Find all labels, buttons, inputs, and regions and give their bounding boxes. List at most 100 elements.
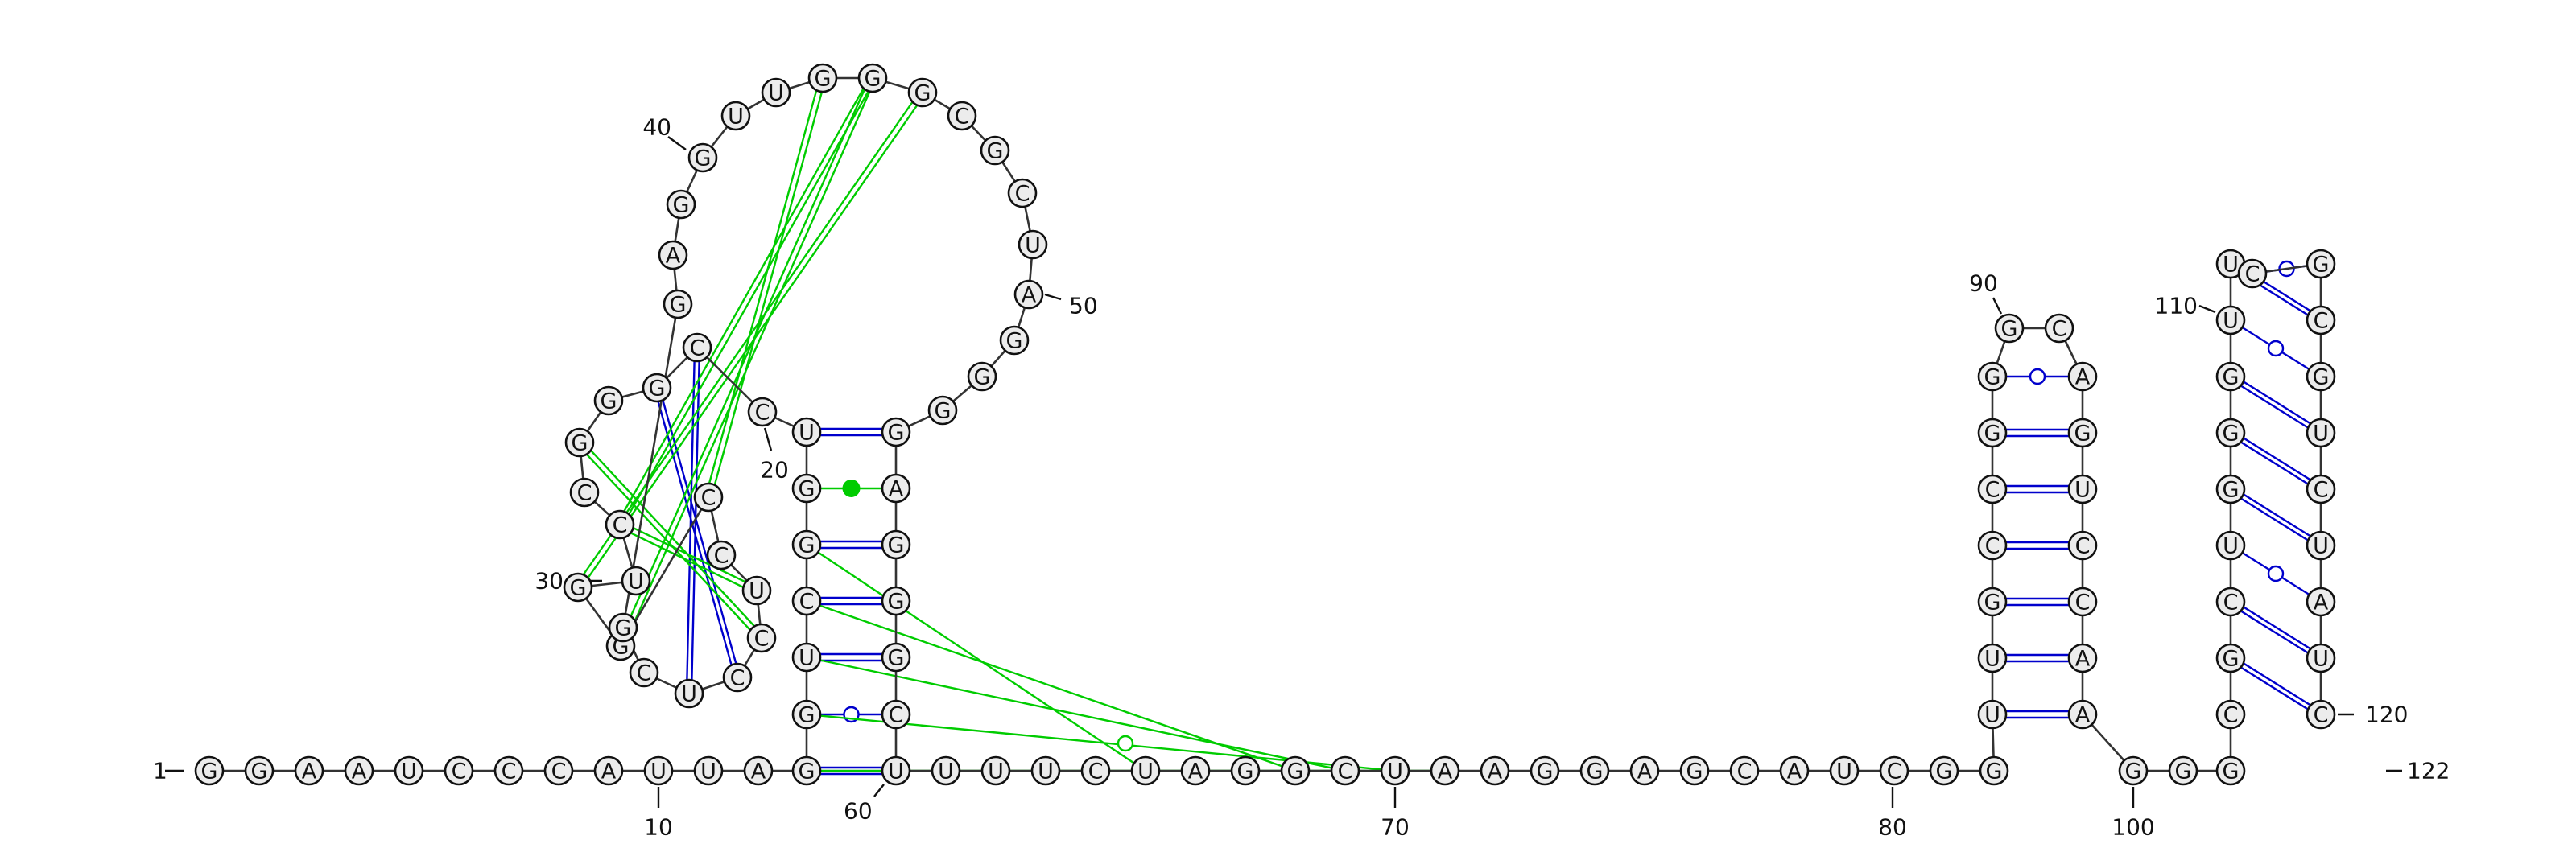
nucleotide-circle (1018, 229, 1048, 260)
base-pair-line (2231, 430, 2323, 488)
numbering-tick (763, 427, 773, 451)
nucleotide-circle (2215, 643, 2246, 673)
nucleotide: G (593, 385, 624, 416)
nucleotide: U (2306, 530, 2336, 561)
numbering-tick-layer (165, 136, 2402, 808)
nucleotide-letter: G (572, 431, 588, 456)
numbering-label: 50 (1069, 293, 1098, 319)
nucleotide-letter: G (2223, 365, 2240, 390)
nucleotide: G (244, 755, 275, 786)
nucleotide: G (666, 189, 696, 220)
nucleotide: G (1230, 755, 1261, 786)
nucleotide-circle (967, 361, 997, 392)
nucleotide: G (1530, 755, 1560, 786)
nucleotide-letter: U (2074, 478, 2091, 503)
nucleotide-letter: C (1985, 534, 2000, 559)
nucleotide: C (706, 540, 737, 570)
nucleotide-circle (2306, 587, 2336, 617)
nucleotide-letter: G (2001, 317, 2018, 342)
nucleotide: G (2118, 755, 2149, 786)
nucleotide-letter: C (2223, 703, 2239, 728)
nucleotide: G (687, 142, 718, 173)
nucleotide-circle (743, 755, 774, 786)
nucleotide-letter: G (2223, 759, 2240, 784)
nucleotide-circle (881, 417, 911, 447)
base-pair-line (2228, 603, 2321, 661)
nucleotide-letter: G (1537, 759, 1554, 784)
nucleotide: G (1979, 755, 2009, 786)
base-pair-line (2228, 490, 2321, 549)
numbering-label: 1 (153, 758, 167, 784)
nucleotide-letter: G (888, 421, 905, 446)
nucleotide-circle (621, 566, 651, 596)
nucleotide-circle (791, 417, 822, 447)
nucleotide-letter: C (2223, 591, 2239, 615)
nucleotide-circle (807, 63, 838, 93)
nucleotide: U (791, 417, 822, 447)
nucleotide-circle (2306, 418, 2336, 448)
nucleotide-circle (1977, 361, 2008, 392)
nucleotide: G (881, 529, 911, 560)
numbering-tick (1992, 297, 2003, 315)
nucleotide-letter: C (2075, 534, 2091, 559)
nucleotide: G (2067, 418, 2098, 448)
nucleotide-letter: G (888, 646, 905, 671)
nucleotide: C (1879, 755, 1909, 786)
nucleotide: G (881, 642, 911, 673)
nucleotide-letter: G (914, 81, 931, 106)
nucleotide-letter: G (570, 576, 587, 601)
nucleotide-circle (2306, 305, 2336, 335)
nucleotide: C (746, 623, 777, 653)
nucleotide: G (2215, 643, 2246, 673)
base-pair-line (653, 388, 737, 679)
nucleotide-circle (881, 473, 911, 504)
nucleotide-letter: G (2313, 253, 2330, 278)
nucleotide-letter: U (1137, 759, 1154, 784)
nucleotide-circle (693, 755, 724, 786)
base-pair-line (658, 386, 741, 677)
base-pair-line (580, 439, 765, 637)
nucleotide-letter: A (2075, 365, 2091, 390)
nucleotide-letter: G (649, 377, 666, 401)
nucleotide-letter: U (2223, 534, 2239, 559)
base-pair-line (620, 521, 759, 589)
nucleotide-letter: U (1984, 647, 2000, 672)
nucleotide-circle (1977, 643, 2008, 673)
nucleotide: U (741, 575, 772, 606)
nucleotide: A (1430, 755, 1460, 786)
nucleotide-circle (2067, 587, 2098, 617)
numbering-label: 40 (642, 114, 671, 141)
wobble-pair-marker (2267, 340, 2285, 357)
nucleotide: U (1130, 755, 1161, 786)
nucleotide-circle (563, 572, 593, 603)
nucleotide-letter: U (1836, 759, 1852, 784)
backbone-segment (696, 347, 763, 413)
nucleotide-letter: G (1986, 759, 2003, 784)
base-pair-line (2231, 486, 2323, 545)
nucleotide-letter: U (1025, 233, 1041, 258)
nucleotide-letter: G (888, 590, 905, 615)
nucleotide-letter: U (2223, 309, 2239, 334)
nucleotide: C (2306, 474, 2336, 504)
nucleotide-circle (1994, 313, 2025, 344)
noncanonical-wobble-marker (1117, 735, 1134, 752)
nucleotide-letter: A (889, 477, 904, 502)
nucleotide-circle (2067, 361, 2098, 392)
nucleotide-circle (2237, 258, 2268, 289)
nucleotide-letter: G (601, 389, 617, 414)
numbering-tick (667, 136, 687, 150)
nucleotide-circle (2067, 474, 2098, 504)
nucleotide: G (791, 473, 822, 504)
nucleotide-circle (1929, 755, 1959, 786)
nucleotide: C (2237, 258, 2268, 289)
nucleotide: G (881, 417, 911, 447)
nucleotide: U (931, 755, 961, 786)
nucleotide: C (1977, 530, 2008, 561)
nucleotide-circle (1829, 755, 1860, 786)
nucleotide-circle (791, 755, 822, 786)
nucleotide-circle (2215, 474, 2246, 504)
nucleotide: G (2168, 755, 2198, 786)
nucleotide-circle (344, 755, 374, 786)
